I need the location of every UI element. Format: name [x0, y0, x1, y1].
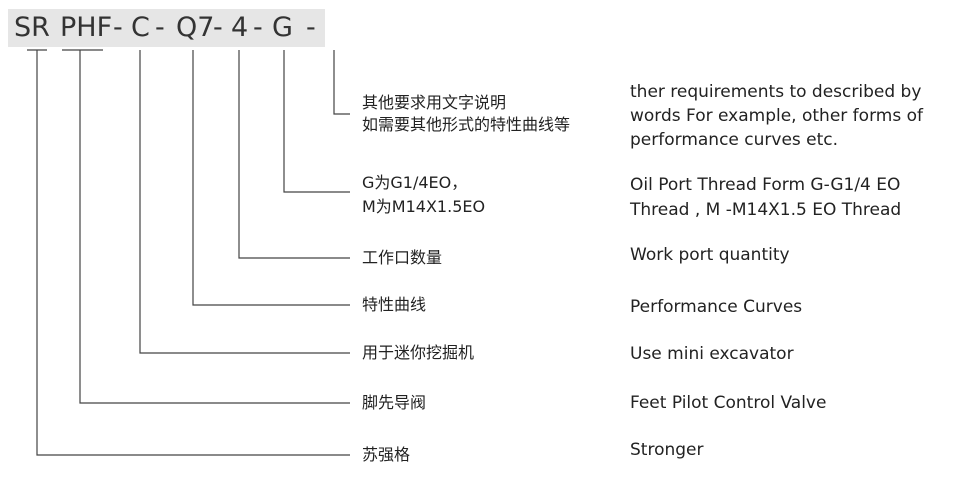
en-brand: Stronger [630, 440, 704, 460]
leader-curves [192, 50, 350, 306]
cn-other-line-1: 其他要求用文字说明 [362, 93, 507, 112]
en-pilot-valve: Feet Pilot Control Valve [630, 393, 827, 413]
optional-blank-box [325, 9, 373, 47]
cn-curves: 特性曲线 [362, 295, 427, 314]
code-dash-2: - [155, 12, 165, 43]
model-code-bar [8, 9, 373, 47]
cn-port-thread-line-2: M为M14X1.5EO [362, 197, 486, 216]
leader-pilot-valve [79, 50, 350, 404]
code-phf: PHF [60, 12, 113, 43]
en-other-line-3: performance curves etc. [630, 130, 839, 150]
cn-port-thread-line-1: G为G1/4EO， [362, 173, 468, 192]
cn-excavator: 用于迷你挖掘机 [362, 343, 475, 362]
leader-work-port [238, 50, 350, 259]
code-4: 4 [231, 12, 249, 43]
code-g: G [272, 12, 293, 43]
en-other-line-2: words For example, other forms of [630, 106, 923, 126]
code-dash-5: - [306, 12, 316, 43]
leader-other [333, 50, 350, 115]
en-excavator: Use mini excavator [630, 344, 794, 364]
code-dash-3: - [213, 12, 223, 43]
code-dash-4: - [253, 12, 263, 43]
leader-excavator [139, 50, 350, 354]
leader-port-thread [283, 50, 350, 193]
code-dash-1: - [113, 12, 123, 43]
en-other-line-1: ther requirements to described by [630, 82, 922, 102]
code-sr: SR [14, 12, 50, 43]
cn-pilot-valve: 脚先导阀 [362, 393, 427, 412]
code-q7: Q7 [176, 12, 215, 43]
en-port-thread-line-1: Oil Port Thread Form G-G1/4 EO [630, 175, 901, 195]
cn-work-port: 工作口数量 [362, 248, 443, 267]
en-port-thread-line-2: Thread , M -M14X1.5 EO Thread [630, 200, 902, 220]
cn-brand: 苏强格 [362, 445, 411, 464]
en-curves: Performance Curves [630, 297, 803, 317]
leader-brand [36, 50, 350, 456]
cn-other-line-2: 如需要其他形式的特性曲线等 [362, 115, 571, 134]
code-c: C [131, 12, 150, 43]
en-work-port: Work port quantity [630, 245, 790, 265]
